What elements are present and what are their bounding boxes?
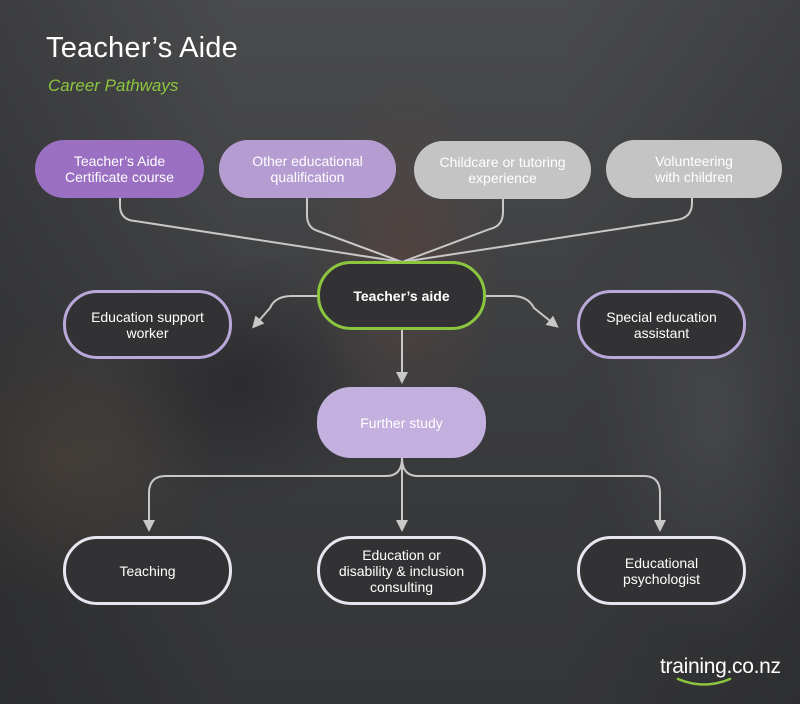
node-volunteering: Volunteering with children xyxy=(606,140,782,198)
node-teaching: Teaching xyxy=(63,536,232,605)
node-other-qualification: Other educational qualification xyxy=(219,140,396,198)
line-aide-to-special xyxy=(486,295,559,328)
page-title: Teacher’s Aide xyxy=(46,32,238,64)
node-teachers-aide: Teacher’s aide xyxy=(317,261,486,330)
node-consulting: Education or disability & inclusion cons… xyxy=(317,536,486,605)
line-childcare-to-aide xyxy=(401,198,504,263)
node-certificate-course: Teacher’s Aide Certificate course xyxy=(35,140,204,198)
line-qualification-to-aide xyxy=(306,198,403,263)
line-further-to-teaching xyxy=(143,457,403,532)
node-childcare-tutoring: Childcare or tutoring experience xyxy=(414,141,591,199)
node-special-education-assistant: Special education assistant xyxy=(577,290,746,359)
node-education-support-worker: Education support worker xyxy=(63,290,232,359)
line-further-to-psychologist xyxy=(401,457,666,532)
line-aide-to-support xyxy=(252,295,317,329)
line-certificate-to-aide xyxy=(119,198,403,263)
logo-smile-icon xyxy=(676,677,732,686)
node-further-study: Further study xyxy=(317,387,486,458)
node-educational-psychologist: Educational psychologist xyxy=(577,536,746,605)
brand-logo: training.co.nz xyxy=(660,655,781,678)
line-volunteering-to-aide xyxy=(401,198,693,263)
page-subtitle: Career Pathways xyxy=(48,76,179,95)
